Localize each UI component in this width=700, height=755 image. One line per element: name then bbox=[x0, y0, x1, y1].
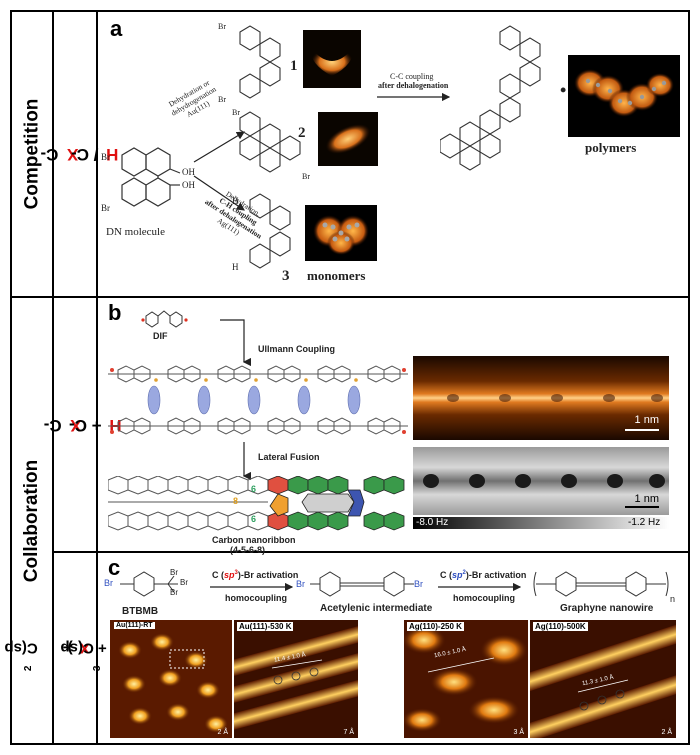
img1-scale: 2 Å bbox=[217, 729, 228, 736]
stm-image-ag-250k: Ag(110)-250 K 16.0 ± 1.0 Å 3 Å bbox=[404, 620, 528, 738]
activation-1-arrow bbox=[210, 582, 294, 592]
homocoupling-1-label: homocoupling bbox=[225, 593, 287, 603]
polymer-structure bbox=[440, 25, 541, 171]
cc-coupling-text-1: C-C coupling bbox=[390, 72, 434, 81]
afm-image-ribbon: 1 nm bbox=[413, 447, 669, 515]
dn-br-bottom: Br bbox=[101, 203, 110, 213]
svg-text:6: 6 bbox=[251, 484, 256, 494]
lateral-fusion-arrow bbox=[242, 442, 252, 481]
activation-2-label: C (sp2)-Br activation bbox=[440, 570, 527, 580]
homocoupling-2-label: homocoupling bbox=[453, 593, 515, 603]
bond-label-a: C-X / C-H bbox=[40, 145, 119, 164]
img1-label: Au(111)-RT bbox=[114, 622, 155, 629]
btbmb-label: BTBMB bbox=[122, 606, 159, 617]
divider-h1 bbox=[10, 296, 690, 298]
product-2-structure bbox=[239, 111, 301, 173]
graphyne-structure bbox=[533, 571, 669, 597]
p1-br-top: Br bbox=[218, 22, 226, 31]
dif-structure bbox=[141, 310, 188, 328]
stm-image-2 bbox=[318, 112, 378, 166]
stm-image-ag-500k: Ag(110)-500K 11.3 ± 1.0 Å 2 Å bbox=[530, 620, 676, 738]
dn-molecule-structure bbox=[121, 147, 181, 207]
colorbar-min-label: -8.0 Hz bbox=[416, 517, 449, 528]
acetylenic-label: Acetylenic intermediate bbox=[320, 603, 433, 614]
reaction-arrows-a bbox=[193, 131, 246, 211]
nanoribbon-label-2: (4-5-6-8) bbox=[230, 545, 266, 555]
btbmb-br-left: Br bbox=[104, 578, 113, 588]
activation-2-arrow bbox=[438, 582, 522, 592]
stm-image-monomers bbox=[305, 205, 377, 261]
p2-br-top: Br bbox=[232, 108, 240, 117]
btbmb-br-2: Br bbox=[180, 578, 188, 587]
dn-oh-1: OH bbox=[182, 167, 195, 177]
panel-a-letter: a bbox=[110, 16, 123, 41]
label-collaboration: Collaboration bbox=[21, 459, 43, 582]
divider-h2 bbox=[52, 551, 690, 553]
divider-v2 bbox=[96, 10, 98, 745]
panel-c-letter: c bbox=[108, 555, 121, 580]
carbon-nanoribbon-structure: 8 6 6 bbox=[108, 476, 405, 531]
dif-label: DIF bbox=[153, 331, 168, 341]
figure-frame bbox=[10, 10, 690, 745]
divider-v1 bbox=[52, 10, 54, 745]
img3-scale: 3 Å bbox=[513, 729, 524, 736]
cc-coupling-arrow bbox=[377, 92, 451, 102]
btbmb-br-1: Br bbox=[170, 568, 178, 577]
acetylenic-intermediate-structure bbox=[310, 571, 414, 597]
bond-label-c: C(sp2)-X + C(sp3)-X bbox=[4, 639, 158, 672]
btbmb-br-3: Br bbox=[170, 588, 178, 597]
acetylenic-br-right: Br bbox=[414, 579, 423, 589]
polymers-label: polymers bbox=[585, 140, 637, 155]
product-3-number: 3 bbox=[282, 268, 290, 284]
img4-label: Ag(110)-500K bbox=[533, 622, 588, 631]
lateral-fusion-label: Lateral Fusion bbox=[258, 452, 320, 462]
ullmann-arrow bbox=[220, 319, 252, 367]
activation-1-label: C (sp3)-Br activation bbox=[212, 570, 299, 580]
acetylenic-br-left: Br bbox=[296, 579, 305, 589]
stm-image-ribbon: 1 nm bbox=[413, 356, 669, 440]
p1-br-bottom: Br bbox=[218, 95, 226, 104]
svg-text:8: 8 bbox=[233, 496, 238, 506]
p2-br-bottom: Br bbox=[302, 172, 310, 181]
stm-image-polymers bbox=[568, 55, 680, 137]
img4-scale: 2 Å bbox=[661, 729, 672, 736]
scale-bar-2-label: 1 nm bbox=[634, 493, 659, 505]
graphyne-label: Graphyne nanowire bbox=[560, 603, 654, 614]
nanoribbon-label-1: Carbon nanoribbon bbox=[212, 535, 296, 545]
panel-b-letter: b bbox=[108, 300, 122, 325]
bond-label-b: C-X + C-H bbox=[43, 415, 122, 435]
ullmann-polymer-chain bbox=[108, 365, 408, 435]
p3-h-bottom: H bbox=[232, 262, 239, 272]
dn-br-top: Br bbox=[101, 152, 110, 162]
product-1-structure bbox=[239, 25, 281, 99]
ullmann-label: Ullmann Coupling bbox=[258, 344, 335, 354]
stm-image-au-rt: Au(111)-RT 2 Å bbox=[110, 620, 232, 738]
svg-text:6: 6 bbox=[251, 514, 256, 524]
product-1-number: 1 bbox=[290, 58, 298, 74]
scale-bar-1-label: 1 nm bbox=[634, 414, 659, 426]
product-2-number: 2 bbox=[298, 125, 306, 141]
monomers-label: monomers bbox=[307, 268, 366, 283]
graphyne-n-subscript: n bbox=[670, 594, 676, 604]
dn-oh-2: OH bbox=[182, 180, 195, 190]
img2-label: Au(111)-530 K bbox=[237, 622, 294, 631]
stm-image-au-530k: Au(111)-530 K 11.4 ± 1.0 Å 7 Å bbox=[234, 620, 358, 738]
dn-molecule-label: DN molecule bbox=[106, 226, 165, 238]
btbmb-structure bbox=[120, 571, 178, 597]
p3-h-top: H bbox=[232, 196, 239, 206]
img2-scale: 7 Å bbox=[343, 729, 354, 736]
colorbar-max-label: -1.2 Hz bbox=[628, 517, 661, 528]
afm-colorbar bbox=[413, 517, 669, 529]
stm-image-1 bbox=[303, 30, 361, 88]
img3-label: Ag(110)-250 K bbox=[407, 622, 464, 631]
cc-coupling-text-2: after dehalogenation bbox=[378, 81, 449, 90]
product-3-structure bbox=[249, 193, 291, 269]
